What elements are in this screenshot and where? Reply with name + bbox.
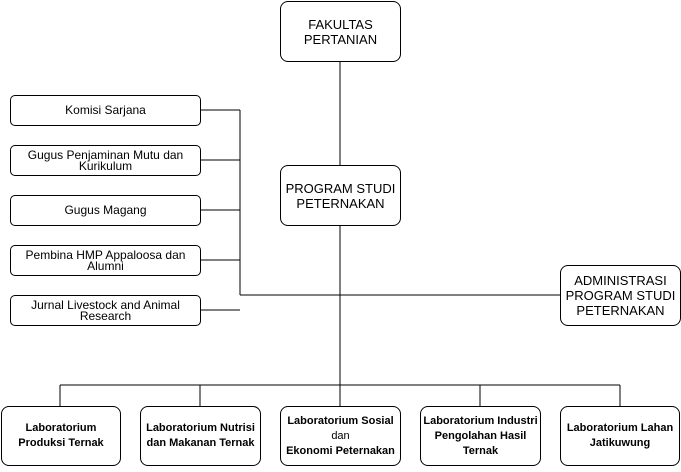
node-label: Laboratorium Produksi Ternak: [18, 422, 104, 449]
node-administrasi: ADMINISTRASI PROGRAM STUDI PETERNAKAN: [560, 265, 681, 326]
node-pembina-hmp: Pembina HMP Appaloosa dan Alumni: [10, 245, 201, 276]
node-lab-industri: Laboratorium Industri Pengolahan Hasil T…: [420, 406, 541, 466]
node-label: ADMINISTRASI PROGRAM STUDI PETERNAKAN: [565, 273, 676, 318]
node-jurnal-livestock: Jurnal Livestock and Animal Research: [10, 295, 201, 326]
node-label: Gugus Penjaminan Mutu dan Kurikulum: [27, 147, 184, 173]
node-fakultas-pertanian: FAKULTAS PERTANIAN: [280, 1, 401, 62]
node-program-studi: PROGRAM STUDI PETERNAKAN: [280, 165, 401, 226]
node-label: Laboratorium Lahan Jatikuwung: [566, 422, 674, 449]
node-label: Laboratorium Sosial dan Ekonomi Peternak…: [286, 414, 395, 459]
node-label-part: Ekonomi Peternakan: [286, 444, 395, 457]
node-komisi-sarjana: Komisi Sarjana: [10, 95, 201, 126]
node-label: Pembina HMP Appaloosa dan Alumni: [25, 247, 186, 273]
node-label-part: Laboratorium Sosial: [287, 414, 394, 427]
node-lab-sosial-ekonomi: Laboratorium Sosial dan Ekonomi Peternak…: [280, 406, 401, 466]
node-label: Komisi Sarjana: [65, 103, 146, 117]
node-label: PROGRAM STUDI PETERNAKAN: [285, 180, 396, 211]
node-label: Gugus Magang: [64, 203, 147, 217]
node-lab-lahan-jatikuwung: Laboratorium Lahan Jatikuwung: [560, 406, 680, 466]
node-lab-produksi-ternak: Laboratorium Produksi Ternak: [1, 406, 121, 466]
node-label-part: dan: [331, 429, 350, 442]
node-lab-nutrisi: Laboratorium Nutrisi dan Makanan Ternak: [140, 406, 261, 466]
node-label: Laboratorium Industri Pengolahan Hasil T…: [423, 414, 538, 457]
node-gugus-magang: Gugus Magang: [10, 195, 201, 226]
node-label: Laboratorium Nutrisi dan Makanan Ternak: [146, 422, 255, 449]
node-gugus-penjaminan-mutu: Gugus Penjaminan Mutu dan Kurikulum: [10, 145, 201, 176]
node-label: Jurnal Livestock and Animal Research: [31, 297, 180, 323]
node-label: FAKULTAS PERTANIAN: [303, 16, 378, 47]
